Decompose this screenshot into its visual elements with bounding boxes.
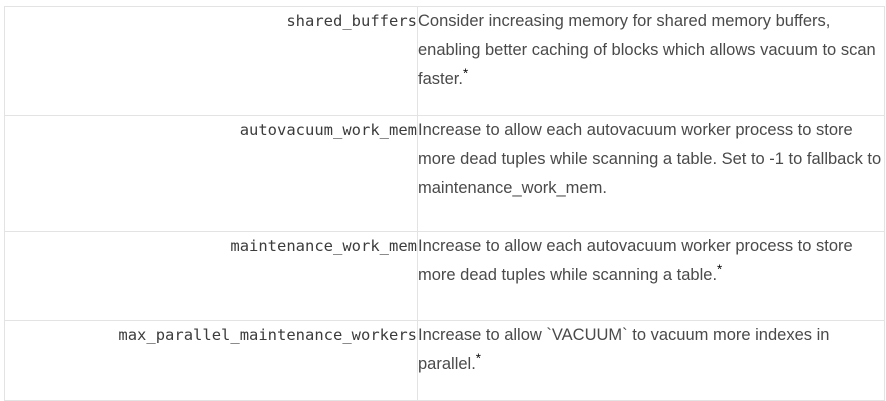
- parameter-name-cell: max_parallel_maintenance_workers: [4, 320, 418, 401]
- parameters-table-container: shared_buffers Consider increasing memor…: [4, 6, 885, 401]
- table-row: shared_buffers Consider increasing memor…: [4, 6, 885, 116]
- parameter-description-cell: Increase to allow each autovacuum worker…: [417, 231, 885, 321]
- parameter-description-cell: Increase to allow each autovacuum worker…: [417, 115, 885, 232]
- parameter-description: Consider increasing memory for shared me…: [418, 12, 876, 88]
- parameter-name: autovacuum_work_mem: [239, 121, 417, 139]
- parameter-description-cell: Consider increasing memory for shared me…: [417, 6, 885, 116]
- parameter-name-cell: shared_buffers: [4, 6, 418, 116]
- parameter-name: shared_buffers: [286, 12, 417, 30]
- parameter-name: max_parallel_maintenance_workers: [118, 326, 417, 344]
- parameter-description: Increase to allow `VACUUM` to vacuum mor…: [418, 326, 830, 373]
- parameter-name-cell: autovacuum_work_mem: [4, 115, 418, 232]
- postgres-tuning-parameters-table: shared_buffers Consider increasing memor…: [4, 6, 885, 401]
- parameter-name: maintenance_work_mem: [230, 237, 417, 255]
- footnote-asterisk-icon: *: [717, 261, 723, 277]
- table-body: shared_buffers Consider increasing memor…: [4, 6, 885, 401]
- table-row: max_parallel_maintenance_workers Increas…: [4, 320, 885, 401]
- table-row: autovacuum_work_mem Increase to allow ea…: [4, 115, 885, 232]
- footnote-asterisk-icon: *: [462, 65, 469, 81]
- footnote-asterisk-icon: *: [475, 350, 481, 366]
- parameter-description: Increase to allow each autovacuum worker…: [418, 121, 882, 197]
- table-row: maintenance_work_mem Increase to allow e…: [4, 231, 885, 321]
- parameter-description: Increase to allow each autovacuum worker…: [418, 237, 853, 284]
- parameter-description-cell: Increase to allow `VACUUM` to vacuum mor…: [417, 320, 885, 401]
- parameter-name-cell: maintenance_work_mem: [4, 231, 418, 321]
